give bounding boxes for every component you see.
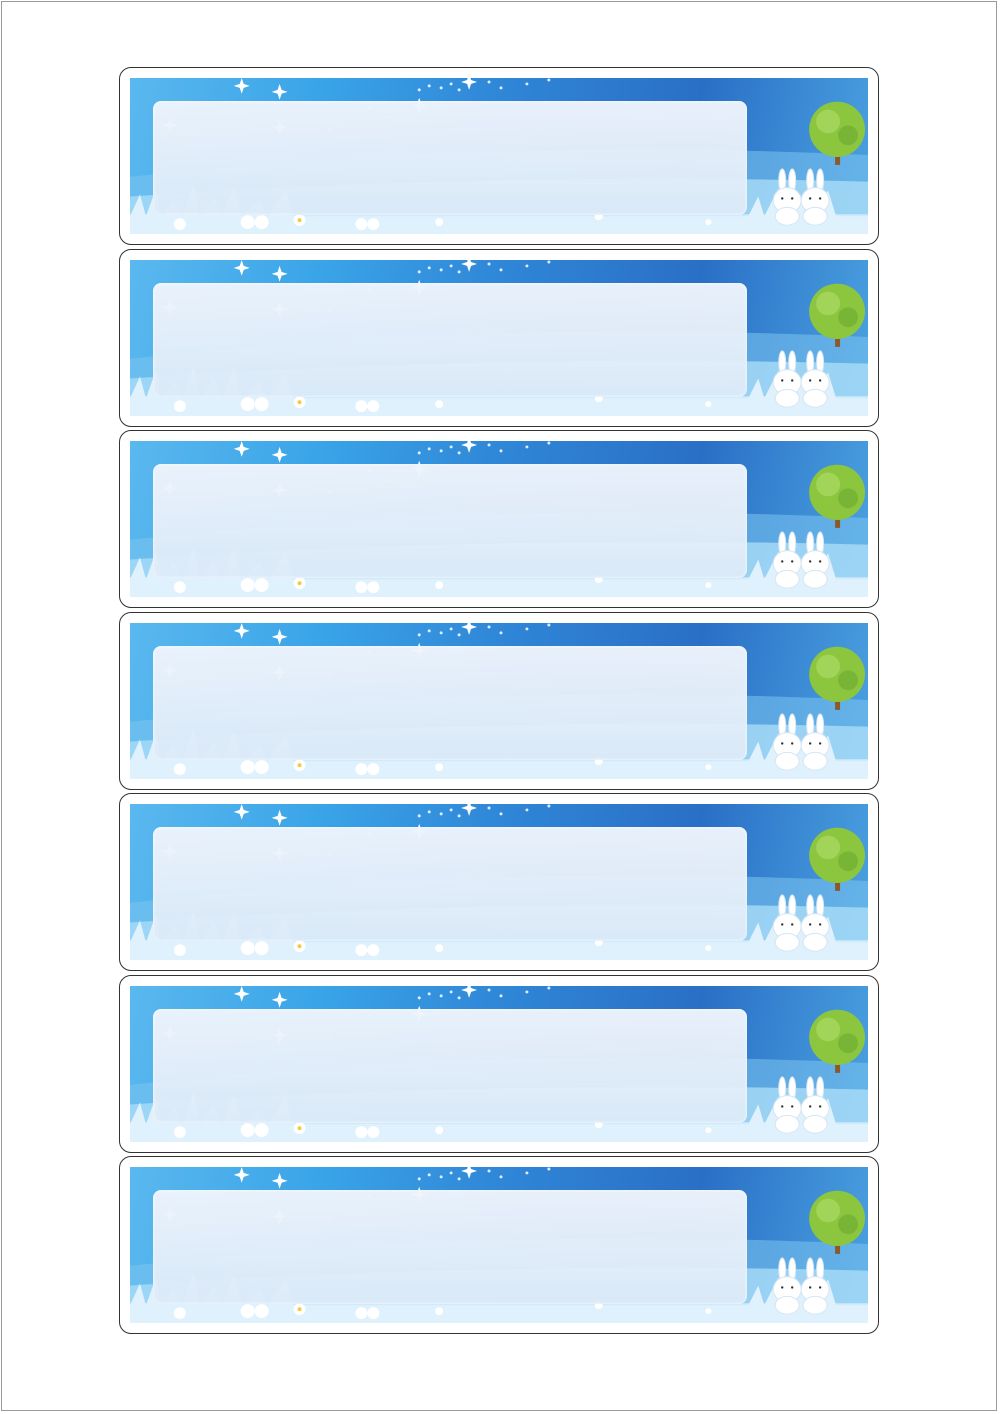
name-field[interactable] [153, 827, 747, 941]
label-artwork [130, 441, 868, 597]
tree-icon [809, 646, 866, 710]
bunny-icon [772, 531, 830, 589]
flower-icon [173, 938, 712, 957]
tree-icon [809, 827, 866, 891]
bunny-icon [772, 894, 830, 952]
label-artwork [130, 804, 868, 960]
name-field[interactable] [153, 1190, 747, 1304]
flower-icon [173, 575, 712, 594]
name-label-3[interactable] [119, 430, 879, 608]
name-label-5[interactable] [119, 793, 879, 971]
bunny-icon [772, 712, 830, 771]
name-label-7[interactable] [119, 1156, 879, 1334]
tree-icon [809, 1190, 866, 1254]
bunny-icon [772, 1257, 830, 1315]
name-field[interactable] [153, 1008, 747, 1123]
bunny-icon [772, 349, 830, 408]
name-label-4[interactable] [119, 611, 879, 790]
flower-icon [173, 212, 712, 231]
name-label-6[interactable] [119, 974, 879, 1153]
label-artwork [130, 78, 868, 234]
label-sheet [119, 67, 879, 1334]
name-field[interactable] [153, 645, 747, 760]
tree-icon [809, 283, 866, 347]
bunny-icon [772, 168, 830, 226]
name-field[interactable] [153, 282, 747, 397]
name-field[interactable] [153, 464, 747, 578]
tree-icon [809, 1009, 866, 1073]
flower-icon [173, 1301, 712, 1320]
bunny-icon [772, 1075, 830, 1134]
label-artwork [130, 622, 868, 779]
name-field[interactable] [153, 101, 747, 215]
flower-icon [173, 1119, 712, 1138]
flower-icon [173, 756, 712, 775]
tree-icon [809, 464, 866, 528]
tree-icon [809, 101, 866, 165]
label-artwork [130, 1167, 868, 1323]
name-label-1[interactable] [119, 67, 879, 245]
label-artwork [130, 985, 868, 1142]
label-artwork [130, 259, 868, 416]
name-label-2[interactable] [119, 248, 879, 427]
